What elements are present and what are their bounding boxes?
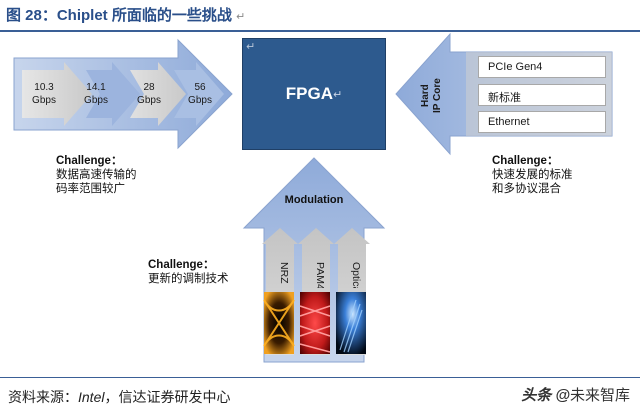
source-footer: 资料来源：Intel，信达证券研发中心: [8, 387, 230, 407]
mod-label-pam4: PAM4: [314, 262, 326, 288]
ip-standard-ethernet: Ethernet: [478, 111, 606, 133]
speed-step-arrow-2: [70, 62, 140, 126]
top-rule: [0, 30, 640, 32]
hard-ip-line1: Hard: [420, 84, 431, 108]
challenge-speed-line1: 数据高速传输的: [56, 169, 137, 181]
speed-value-1: 10.3: [34, 82, 54, 93]
challenge-speed: Challenge： 数据高速传输的 码率范围较广: [56, 154, 137, 196]
challenge-speed-head: Challenge：: [56, 155, 123, 167]
ip-standard-pcie: PCIe Gen4: [478, 56, 606, 78]
speed-step-arrow-4: [162, 62, 224, 126]
speed-value-2: 14.1: [86, 82, 106, 93]
speed-label-1: 10.3 Gbps: [24, 81, 64, 107]
speed-unit-3: Gbps: [137, 95, 161, 106]
figure-title-text: 图 28：Chiplet 所面临的一些挑战: [6, 7, 232, 24]
nrz-eye-image: [263, 292, 295, 354]
bottom-rule: [0, 377, 640, 378]
challenge-standards-head: Challenge：: [492, 155, 559, 167]
speed-unit-2: Gbps: [84, 95, 108, 106]
challenge-standards: Challenge： 快速发展的标准 和多协议混合: [492, 154, 573, 196]
footer-prefix: 资料来源：: [8, 389, 78, 405]
footer-source: Intel: [78, 389, 105, 405]
challenge-speed-line2: 码率范围较广: [56, 183, 125, 195]
mod-label-nrz: NRZ: [278, 262, 290, 284]
speed-value-3: 28: [143, 82, 155, 93]
pam4-eye-image: [299, 292, 331, 354]
modulation-label: Modulation: [284, 194, 344, 206]
speed-step-arrow-1: [22, 62, 92, 126]
challenge-modulation-line1: 更新的调制技术: [148, 273, 229, 285]
mod-label-optical: Optical: [350, 262, 362, 288]
ip-standard-new: 新标准: [478, 84, 606, 106]
watermark-name: 未来智库: [569, 387, 630, 404]
watermark-prefix: 头条 @: [521, 387, 570, 404]
watermark: 头条 @未来智库: [521, 384, 630, 405]
fpga-box: FPGA↵: [242, 38, 386, 150]
challenge-modulation-head: Challenge：: [148, 259, 215, 271]
speed-label-3: 28 Gbps: [129, 81, 169, 107]
return-mark: ↵: [236, 11, 246, 23]
speed-label-4: 56 Gbps: [180, 81, 220, 107]
speed-unit-1: Gbps: [32, 95, 56, 106]
hard-ip-line2: IP Core: [432, 78, 443, 114]
optical-image: [336, 292, 366, 354]
fpga-return-mark: ↵: [333, 88, 343, 101]
challenge-standards-line1: 快速发展的标准: [492, 169, 573, 181]
hard-ip-core-label: Hard IP Core: [420, 68, 446, 124]
speed-step-arrow-3: [116, 62, 186, 126]
speed-unit-4: Gbps: [188, 95, 212, 106]
figure-title: 图 28：Chiplet 所面临的一些挑战 ↵: [6, 4, 245, 25]
fpga-label: FPGA: [285, 84, 333, 103]
fpga-corner-mark: ↵: [246, 41, 256, 53]
challenge-modulation: Challenge： 更新的调制技术: [148, 258, 229, 286]
challenge-standards-line2: 和多协议混合: [492, 183, 561, 195]
speed-value-4: 56: [194, 82, 206, 93]
speed-label-2: 14.1 Gbps: [76, 81, 116, 107]
footer-suffix: ，信达证券研发中心: [104, 389, 231, 405]
